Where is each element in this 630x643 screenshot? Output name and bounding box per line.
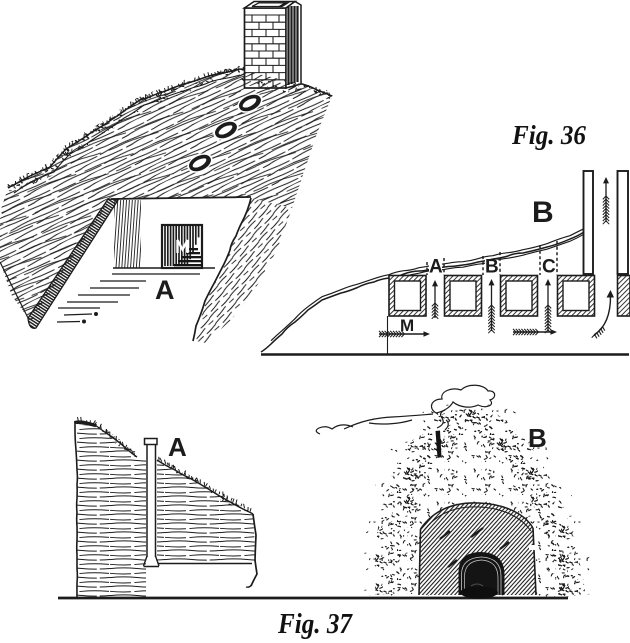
svg-text:C: C: [542, 257, 556, 278]
svg-text:B: B: [532, 196, 554, 229]
svg-text:A: A: [429, 257, 443, 278]
svg-text:A: A: [168, 432, 187, 462]
svg-text:B: B: [485, 257, 499, 278]
svg-text:B: B: [528, 423, 547, 453]
svg-text:A: A: [155, 275, 175, 305]
svg-text:Fig. 37: Fig. 37: [277, 609, 353, 640]
svg-text:M: M: [400, 316, 414, 335]
svg-text:Fig. 36: Fig. 36: [511, 120, 586, 150]
